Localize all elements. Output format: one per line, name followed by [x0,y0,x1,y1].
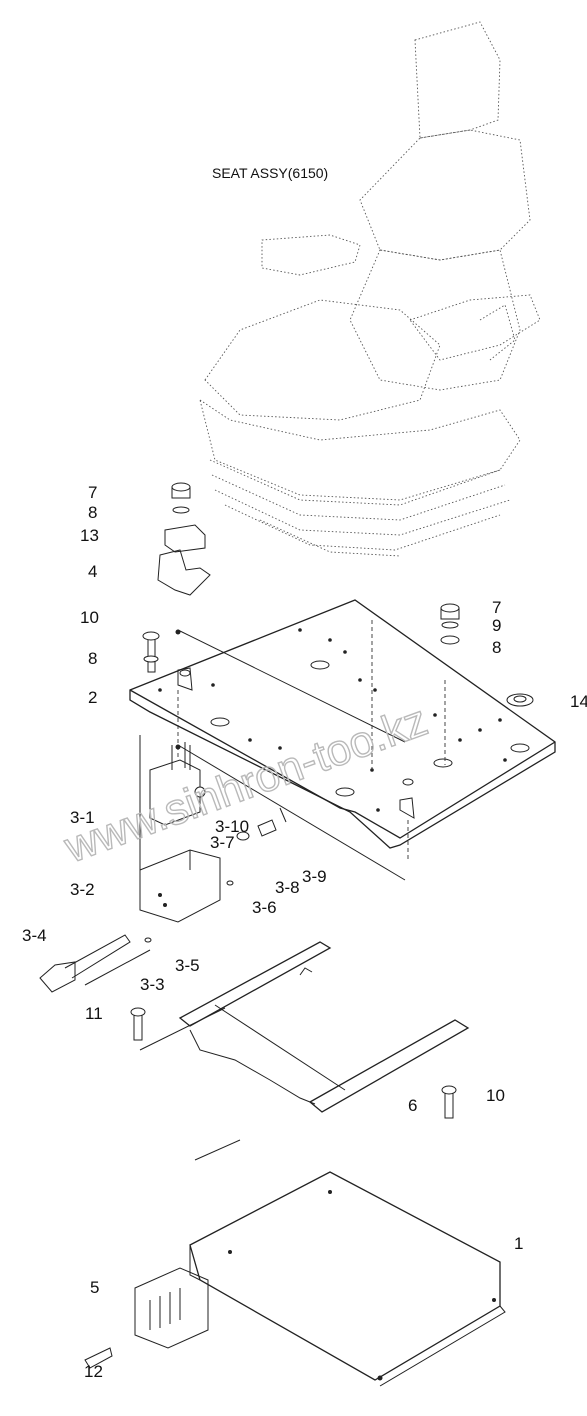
callout-3-5: 3-5 [175,956,200,975]
callout-8-lower: 8 [88,649,97,668]
callout-14: 14 [570,692,587,711]
callout-1: 1 [514,1234,523,1253]
callout-5: 5 [90,1278,99,1297]
slide-rail-frame [139,941,470,1119]
callout-3-2: 3-2 [70,880,95,899]
callout-3-6: 3-6 [252,898,277,917]
callout-2: 2 [88,688,97,707]
callout-10-lower: 10 [486,1086,505,1105]
callout-8: 8 [88,503,97,522]
callout-4: 4 [88,562,97,581]
callout-3-10: 3-10 [215,817,249,836]
callout-3-4: 3-4 [22,926,47,945]
callout-6: 6 [408,1096,417,1115]
callout-10: 10 [80,608,99,627]
bottom-mounting-bracket [84,1139,506,1387]
callout-3-7: 3-7 [210,833,235,852]
lever-assembly-parts [39,742,287,993]
callout-3-8: 3-8 [275,878,300,897]
callout-3-1: 3-1 [70,808,95,827]
bolt-11 [130,1007,146,1041]
diagram-title: SEAT ASSY(6150) [212,165,328,181]
callout-7: 7 [88,483,97,502]
callout-8-right: 8 [492,638,501,657]
callout-11: 11 [85,1004,103,1023]
watermark-text: www.sinhron-too.kz [58,696,434,873]
callout-3-3: 3-3 [140,975,165,994]
callout-7-right: 7 [492,598,501,617]
callout-12: 12 [84,1362,103,1381]
seat-base-plate [129,599,556,849]
callout-13: 13 [80,526,99,545]
right-fastener-parts [440,603,534,707]
seat-assembly-drawing [199,21,541,557]
callout-3-9: 3-9 [302,867,327,886]
callout-9-right: 9 [492,616,501,635]
top-left-bracket-parts [142,482,211,673]
assembly-centerlines [139,620,446,881]
